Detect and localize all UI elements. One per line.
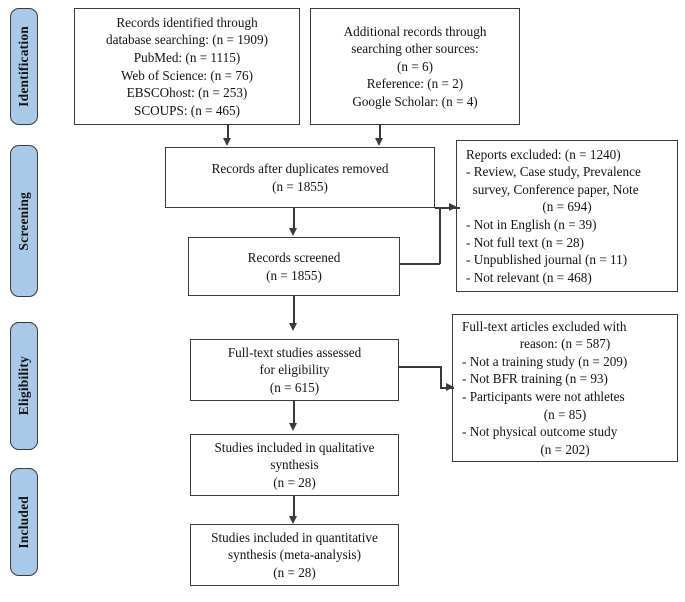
box-line: Studies included in quantitative bbox=[211, 529, 378, 545]
phase-label-eligibility: Eligibility bbox=[16, 356, 31, 416]
connector-screened-right-stub bbox=[400, 263, 440, 265]
box-line: - Not relevant (n = 468) bbox=[466, 269, 592, 285]
arrow-screened-to-fulltext bbox=[289, 323, 297, 331]
box-line: - Not full text (n = 28) bbox=[466, 234, 585, 250]
phase-pill-screening: Screening bbox=[10, 145, 38, 297]
box-line: (n = 6) bbox=[396, 58, 433, 74]
connector-fulltext-right-drop bbox=[440, 366, 442, 388]
box-line: Records identified through bbox=[116, 14, 258, 30]
box-additional-records-other-sources: Additional records through searching oth… bbox=[310, 8, 520, 125]
connector-identified-db-to-duplicates bbox=[227, 125, 229, 139]
arrow-to-reports-excluded bbox=[449, 203, 457, 211]
box-line: Records after duplicates removed bbox=[211, 160, 389, 176]
connector-qualitative-to-quantitative bbox=[293, 496, 295, 517]
phase-label-included: Included bbox=[16, 495, 31, 549]
box-line: reason: (n = 587) bbox=[519, 336, 611, 352]
box-line: database searching: (n = 1909) bbox=[106, 32, 268, 48]
box-full-text-articles-excluded: Full-text articles excluded with reason:… bbox=[452, 314, 678, 462]
box-line: (n = 1855) bbox=[272, 178, 328, 194]
box-line: for eligibility bbox=[259, 362, 330, 378]
phase-pill-included: Included bbox=[10, 468, 38, 576]
arrow-to-fulltext-excluded bbox=[446, 383, 454, 391]
box-line: - Not BFR training (n = 93) bbox=[462, 371, 608, 387]
box-studies-included-quantitative: Studies included in quantitative synthes… bbox=[190, 524, 399, 586]
box-line: (n = 28) bbox=[273, 564, 316, 580]
box-line: Reports excluded: (n = 1240) bbox=[466, 146, 621, 162]
arrow-qualitative-to-quantitative bbox=[289, 516, 297, 524]
box-line: (n = 85) bbox=[543, 406, 587, 422]
box-line: Studies included in qualitative bbox=[214, 439, 375, 455]
box-full-text-studies-assessed: Full-text studies assessed for eligibili… bbox=[190, 339, 399, 401]
box-line: Google Scholar: (n = 4) bbox=[352, 93, 478, 109]
arrow-fulltext-to-qualitative bbox=[289, 423, 297, 431]
box-line: Additional records through bbox=[343, 23, 487, 39]
box-line: Full-text articles excluded with bbox=[462, 318, 627, 334]
box-line: - Not a training study (n = 209) bbox=[462, 353, 628, 369]
box-line: - Unpublished journal (n = 11) bbox=[466, 252, 628, 268]
box-line: (n = 694) bbox=[542, 199, 592, 215]
box-line: synthesis bbox=[270, 457, 319, 473]
connector-screened-to-fulltext bbox=[293, 296, 295, 324]
connector-fulltext-right-stub bbox=[399, 366, 441, 368]
phase-pill-identification: Identification bbox=[10, 8, 38, 125]
box-line: - Review, Case study, Prevalence bbox=[466, 164, 641, 180]
box-line: PubMed: (n = 1115) bbox=[133, 49, 241, 65]
connector-duplicates-to-screened bbox=[293, 208, 295, 229]
arrow-other-sources-to-duplicates bbox=[375, 138, 383, 146]
box-line: Web of Science: (n = 76) bbox=[121, 67, 253, 83]
connector-merge-to-reports-excluded bbox=[439, 207, 457, 209]
box-records-screened: Records screened (n = 1855) bbox=[188, 237, 400, 296]
box-line: Records screened bbox=[247, 249, 341, 265]
box-line: - Not physical outcome study bbox=[462, 424, 618, 440]
connector-other-sources-to-duplicates bbox=[379, 125, 381, 139]
box-records-after-duplicates-removed: Records after duplicates removed (n = 18… bbox=[165, 147, 435, 208]
box-line: (n = 1855) bbox=[266, 267, 322, 283]
phase-label-identification: Identification bbox=[16, 26, 31, 107]
connector-screened-right-rise bbox=[439, 207, 441, 264]
box-line: (n = 202) bbox=[540, 441, 590, 457]
box-line: EBSCOhost: (n = 253) bbox=[126, 85, 248, 101]
arrow-identified-db-to-duplicates bbox=[223, 138, 231, 146]
phase-label-screening: Screening bbox=[16, 191, 31, 251]
phase-pill-eligibility: Eligibility bbox=[10, 322, 38, 450]
box-studies-included-qualitative: Studies included in qualitative synthesi… bbox=[190, 434, 399, 496]
arrow-duplicates-to-screened bbox=[289, 228, 297, 236]
box-line: survey, Conference paper, Note bbox=[466, 181, 639, 197]
box-line: (n = 28) bbox=[273, 474, 316, 490]
box-reports-excluded: Reports excluded: (n = 1240) - Review, C… bbox=[456, 140, 678, 292]
box-line: SCOUPS: (n = 465) bbox=[134, 102, 240, 118]
connector-fulltext-to-qualitative bbox=[293, 401, 295, 424]
box-line: - Not in English (n = 39) bbox=[466, 217, 597, 232]
box-line: synthesis (meta-analysis) bbox=[228, 547, 361, 563]
box-records-identified-database: Records identified through database sear… bbox=[74, 8, 300, 125]
box-line: Full-text studies assessed bbox=[227, 344, 362, 360]
box-line: Reference: (n = 2) bbox=[366, 76, 464, 92]
box-line: - Participants were not athletes bbox=[462, 389, 625, 404]
box-line: searching other sources: bbox=[351, 41, 479, 57]
box-line: (n = 615) bbox=[269, 379, 320, 395]
